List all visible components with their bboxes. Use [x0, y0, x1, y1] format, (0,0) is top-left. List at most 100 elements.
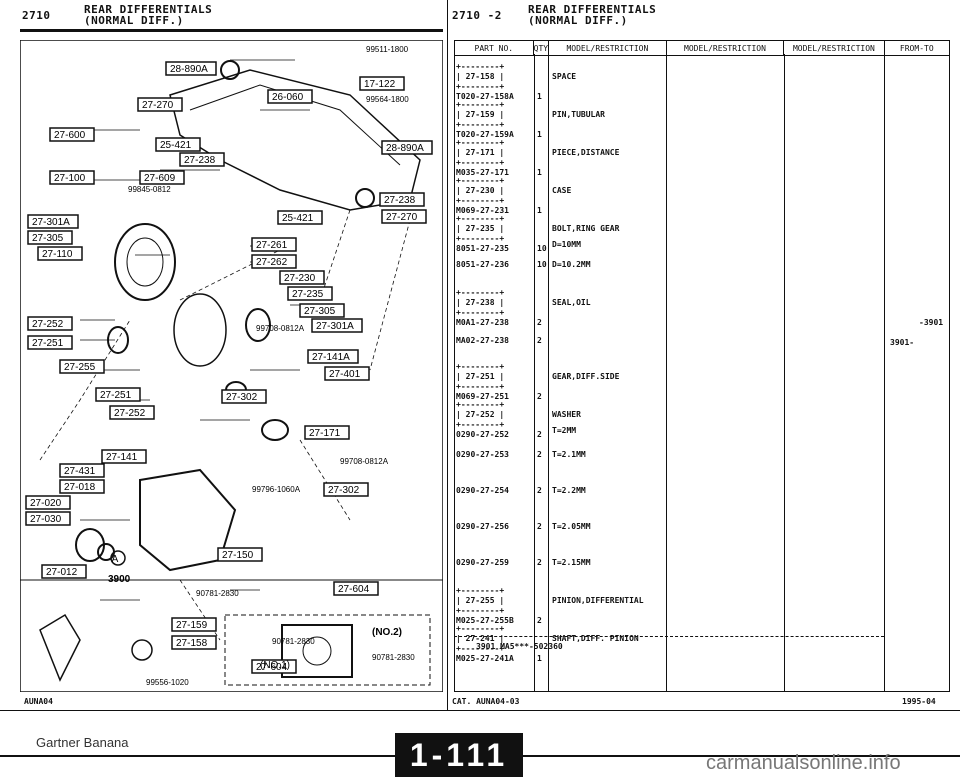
header-model-1: MODEL/RESTRICTION [548, 40, 667, 56]
ref-label: 27-020 [30, 498, 62, 509]
ref-label: 27-301A [32, 217, 70, 228]
ring-gear-hub [126, 237, 164, 287]
ref-box [41, 564, 87, 579]
ref-label: 28-890A [170, 64, 208, 75]
ref-label: 27-100 [54, 173, 86, 184]
ref-box [279, 270, 325, 285]
column-rule-from-to [884, 54, 885, 692]
bearing-right [261, 419, 289, 441]
ring-gear [114, 223, 176, 301]
ref-label: 27-150 [222, 550, 254, 561]
ref-box [381, 209, 427, 224]
description: SHAFT,DIFF. PINION [552, 634, 639, 643]
part-number: T020-27-159A [456, 130, 514, 139]
part-number: T020-27-158A [456, 92, 514, 101]
page-number-box: 1-111 [395, 733, 523, 777]
ref-label: 27-609 [144, 173, 176, 184]
description: GEAR,DIFF.SIDE [552, 372, 620, 381]
ref-code-box: +--------+| 27-159 |+--------+ [456, 100, 505, 129]
description: WASHER [552, 410, 581, 419]
ref-code: 27-235 [465, 224, 495, 233]
column-rule-model-3 [784, 54, 785, 692]
ref-code: 27-230 [465, 186, 495, 195]
part-number-label: 99845-0812 [128, 185, 171, 194]
left-header-rule [20, 29, 443, 32]
ref-label: 27-302 [226, 392, 258, 403]
header-qty: QTY [532, 40, 550, 56]
part-number: 0290-27-253 [456, 450, 509, 459]
page-band-left [0, 755, 395, 757]
quantity: 2 [537, 616, 542, 625]
part-number: 0290-27-256 [456, 522, 509, 531]
ref-code: 27-252 [465, 410, 495, 419]
description: D=10.2MM [552, 260, 591, 269]
quantity: 2 [537, 558, 542, 567]
dashed-guides [39, 209, 411, 641]
ref-label: 27-018 [64, 482, 96, 493]
ref-box [49, 127, 95, 142]
rear-cover-inset [224, 614, 431, 686]
description: BOLT,RING GEAR [552, 224, 620, 233]
ref-box [217, 547, 263, 562]
ref-box [221, 389, 267, 404]
ref-box [155, 137, 201, 152]
circle-a-label: A [112, 554, 119, 565]
ref-box [59, 463, 105, 478]
inset-no1-label: (NO.1) [260, 660, 290, 671]
ref-box [359, 76, 405, 91]
ref-label: 27-141 [106, 452, 138, 463]
ref-label: 27-270 [142, 100, 174, 111]
ref-label: 27-262 [256, 257, 288, 268]
ref-code-box: +--------+| 27-255 |+--------+ [456, 586, 505, 615]
description-detail: D=10MM [552, 240, 581, 249]
description: PIN,TUBULAR [552, 110, 605, 119]
part-number: 0290-27-254 [456, 486, 509, 495]
ref-box [311, 318, 363, 333]
footer-catalog-number: CAT. AUNA04-03 [452, 697, 520, 706]
part-number: 8051-27-236 [456, 260, 509, 269]
column-rule-model-2 [666, 54, 667, 692]
ref-label: 27-261 [256, 240, 288, 251]
watermark-left: Gartner Banana [36, 735, 129, 750]
ref-label: 17-122 [364, 79, 396, 90]
quantity: 2 [537, 522, 542, 531]
ref-box [27, 230, 73, 245]
parts-table: PART NO. QTY MODEL/RESTRICTION MODEL/RES… [454, 40, 951, 692]
part-number-label: 90781-2830 [272, 637, 315, 646]
part-number: M069-27-251 [456, 392, 509, 401]
ref-box [59, 479, 105, 494]
ref-box [324, 366, 370, 381]
quantity: 2 [537, 336, 542, 345]
quantity: 10 [537, 244, 547, 253]
ref-box [287, 286, 333, 301]
ref-code-box: +--------+| 27-158 |+--------+ [456, 62, 505, 91]
page-divider [447, 0, 448, 710]
oil-seal-right [245, 308, 271, 342]
ref-code-box: +--------+| 27-251 |+--------+ [456, 362, 505, 391]
ref-label: 27-251 [100, 390, 132, 401]
left-section-code: 2710 [22, 9, 51, 22]
ref-label: 27-012 [46, 567, 78, 578]
ref-code-box: +--------+| 27-241 |+--------+ [456, 624, 505, 653]
right-title-line2: (NORMAL DIFF.) [528, 14, 628, 27]
ref-box [323, 482, 369, 497]
ref-code-box: +--------+| 27-171 |+--------+ [456, 138, 505, 167]
part-number: 0290-27-252 [456, 430, 509, 439]
quantity: 2 [537, 318, 542, 327]
from-to-value: -3901 [919, 318, 944, 327]
description: CASE [552, 186, 572, 195]
quantity: 10 [537, 260, 547, 269]
description-detail: T=2MM [552, 426, 577, 435]
rear-cover [281, 624, 353, 678]
part-number: M069-27-231 [456, 206, 509, 215]
header-model-2: MODEL/RESTRICTION [665, 40, 785, 56]
description: PINION,DIFFERENTIAL [552, 596, 644, 605]
ref-box [307, 349, 359, 364]
ref-label: 27-238 [384, 195, 416, 206]
differential-case [173, 293, 227, 367]
drive-shaft-end [39, 613, 81, 682]
quantity: 1 [537, 654, 542, 663]
ref-label: 27-235 [292, 289, 324, 300]
right-title-line1: REAR DIFFERENTIALS [528, 3, 657, 16]
